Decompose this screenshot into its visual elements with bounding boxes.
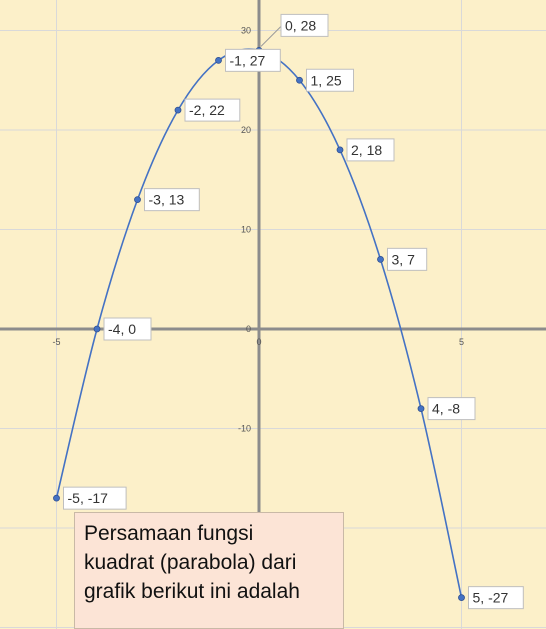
data-label-box	[306, 68, 354, 92]
data-point	[296, 76, 303, 84]
data-label-box	[63, 486, 127, 510]
data-point	[53, 494, 60, 502]
data-label-text: 3, 7	[392, 251, 416, 267]
data-label: -2, 22	[184, 98, 241, 122]
question-line-1: Persamaan fungsi	[84, 522, 254, 545]
y-tick-label: -10	[238, 424, 251, 434]
data-label-box	[468, 586, 524, 610]
data-label-text: -4, 0	[108, 321, 136, 337]
data-label: 0, 28	[260, 13, 329, 47]
data-point	[215, 56, 222, 64]
data-label: -1, 27	[225, 48, 281, 72]
data-label: -3, 13	[144, 188, 200, 212]
y-tick-label: 30	[241, 26, 251, 36]
data-label-text: -2, 22	[189, 102, 225, 118]
data-point	[174, 106, 182, 114]
data-point	[377, 255, 384, 263]
data-labels: -5, -17 -4, 0 -3, 13 -2, 22 -1, 27 0, 28 1, 25…	[63, 13, 524, 610]
data-label: 2, 18	[346, 138, 395, 162]
data-label-leader	[260, 26, 282, 47]
tick-labels: -5 0 5 30 20 10 0 -10	[52, 26, 464, 434]
data-point	[93, 325, 101, 333]
x-tick-label: 5	[459, 337, 464, 347]
data-point	[458, 594, 465, 602]
data-label-box	[346, 138, 395, 162]
data-label-box	[144, 188, 200, 212]
data-label-box	[225, 48, 281, 72]
question-line-2: kuadrat (parabola) dari	[84, 551, 297, 574]
data-label-box	[280, 13, 329, 37]
data-label-text: 2, 18	[351, 142, 382, 158]
data-label-box	[103, 317, 152, 341]
y-tick-label: 10	[241, 225, 251, 235]
data-label-box	[387, 247, 428, 271]
data-label: 1, 25	[306, 68, 354, 92]
data-label: 4, -8	[427, 397, 476, 421]
y-tick-label: 0	[246, 324, 251, 334]
data-label: -5, -17	[63, 486, 127, 510]
data-label-text: 0, 28	[285, 17, 316, 33]
data-label: -4, 0	[103, 317, 152, 341]
data-label-text: 4, -8	[432, 401, 460, 417]
question-callout: Persamaan fungsi kuadrat (parabola) dari…	[74, 512, 344, 629]
data-label-text: -1, 27	[230, 52, 266, 68]
data-point	[417, 405, 425, 413]
data-label-text: -5, -17	[68, 490, 109, 506]
data-label-box	[184, 98, 241, 122]
data-point	[336, 146, 344, 154]
data-label-box	[427, 397, 476, 421]
x-tick-label: -5	[52, 337, 60, 347]
question-line-3: grafik berikut ini adalah	[84, 580, 300, 603]
x-tick-label: 0	[256, 337, 261, 347]
data-label: 5, -27	[468, 586, 524, 610]
data-label: 3, 7	[387, 247, 428, 271]
y-tick-label: 20	[241, 125, 251, 135]
data-label-text: 1, 25	[311, 72, 342, 88]
data-label-text: 5, -27	[473, 590, 509, 606]
data-point	[134, 196, 141, 204]
data-label-text: -3, 13	[149, 192, 185, 208]
